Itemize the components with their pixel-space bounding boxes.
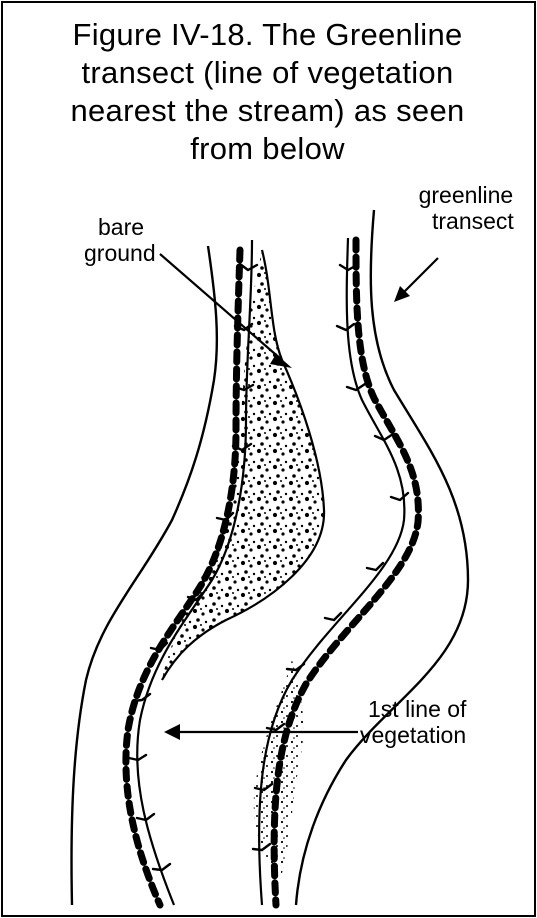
vegetation-label-line-2: vegetation (360, 722, 466, 748)
greenline-label-line-1: greenline (418, 182, 514, 208)
greenline-transect-label: greenline transect (418, 182, 514, 234)
stray-dot (241, 609, 244, 612)
vegetation-arrow (164, 724, 358, 740)
greenline-label-line-2: transect (418, 208, 514, 234)
bare-ground-label: bare ground (84, 214, 156, 266)
bare-label-line-2: ground (84, 240, 156, 266)
left-outer-bank (72, 246, 217, 905)
first-line-of-vegetation-label: 1st line of vegetation (360, 696, 466, 748)
bare-label-line-1: bare (84, 214, 156, 240)
vegetation-label-line-1: 1st line of (360, 696, 466, 722)
right-outer-bank (296, 210, 468, 905)
greenline-transect-arrow (394, 258, 438, 302)
